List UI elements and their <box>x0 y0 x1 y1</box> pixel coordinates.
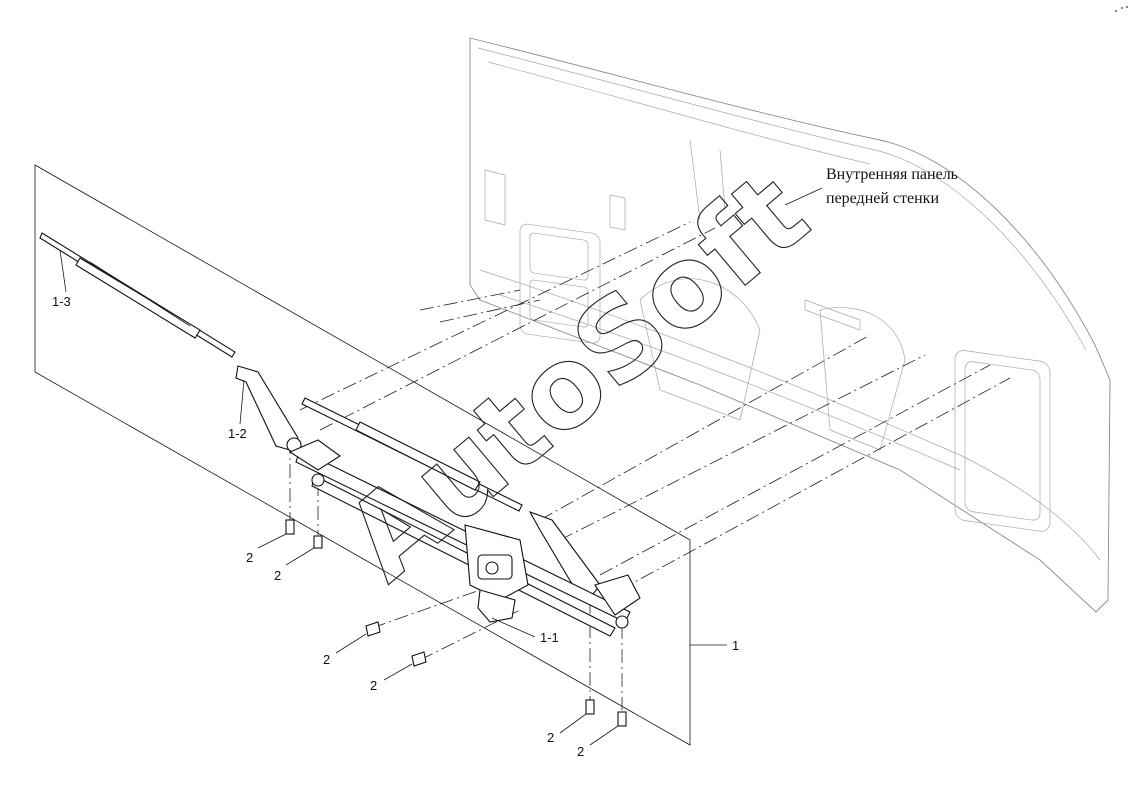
bolt-6 <box>617 711 627 727</box>
left-wiper-blade <box>39 232 236 358</box>
corner-dots <box>1115 6 1128 12</box>
wiper-motor <box>464 524 529 623</box>
linkage-frame <box>288 439 641 637</box>
callout-bolt-1: 2 <box>246 550 253 565</box>
panel-label-leader <box>784 187 823 206</box>
callout-motor: 1-1 <box>540 630 559 645</box>
right-wiper-blade <box>301 397 523 512</box>
front-wall-inner-panel <box>469 37 1111 613</box>
callout-bolt-6: 2 <box>577 744 584 759</box>
leader-lines <box>59 249 727 746</box>
projection-lines <box>289 221 1011 710</box>
callout-blade: 1-3 <box>52 294 71 309</box>
bolt-2 <box>313 535 323 549</box>
assembly-outline <box>34 164 691 746</box>
bolt-5 <box>585 699 595 715</box>
bolt-4 <box>411 651 427 667</box>
bolt-1 <box>285 519 295 535</box>
callout-arm: 1-2 <box>228 426 247 441</box>
panel-label-line2: передней стенки <box>826 190 939 207</box>
callout-bolt-5: 2 <box>547 730 554 745</box>
bolt-3 <box>365 621 381 637</box>
panel-label-line1: Внутренняя панель <box>826 166 958 183</box>
bolts <box>285 519 627 727</box>
callout-bolt-2: 2 <box>274 568 281 583</box>
callout-assembly: 1 <box>732 638 739 653</box>
callout-bolt-3: 2 <box>323 652 330 667</box>
callout-bolt-4: 2 <box>370 678 377 693</box>
